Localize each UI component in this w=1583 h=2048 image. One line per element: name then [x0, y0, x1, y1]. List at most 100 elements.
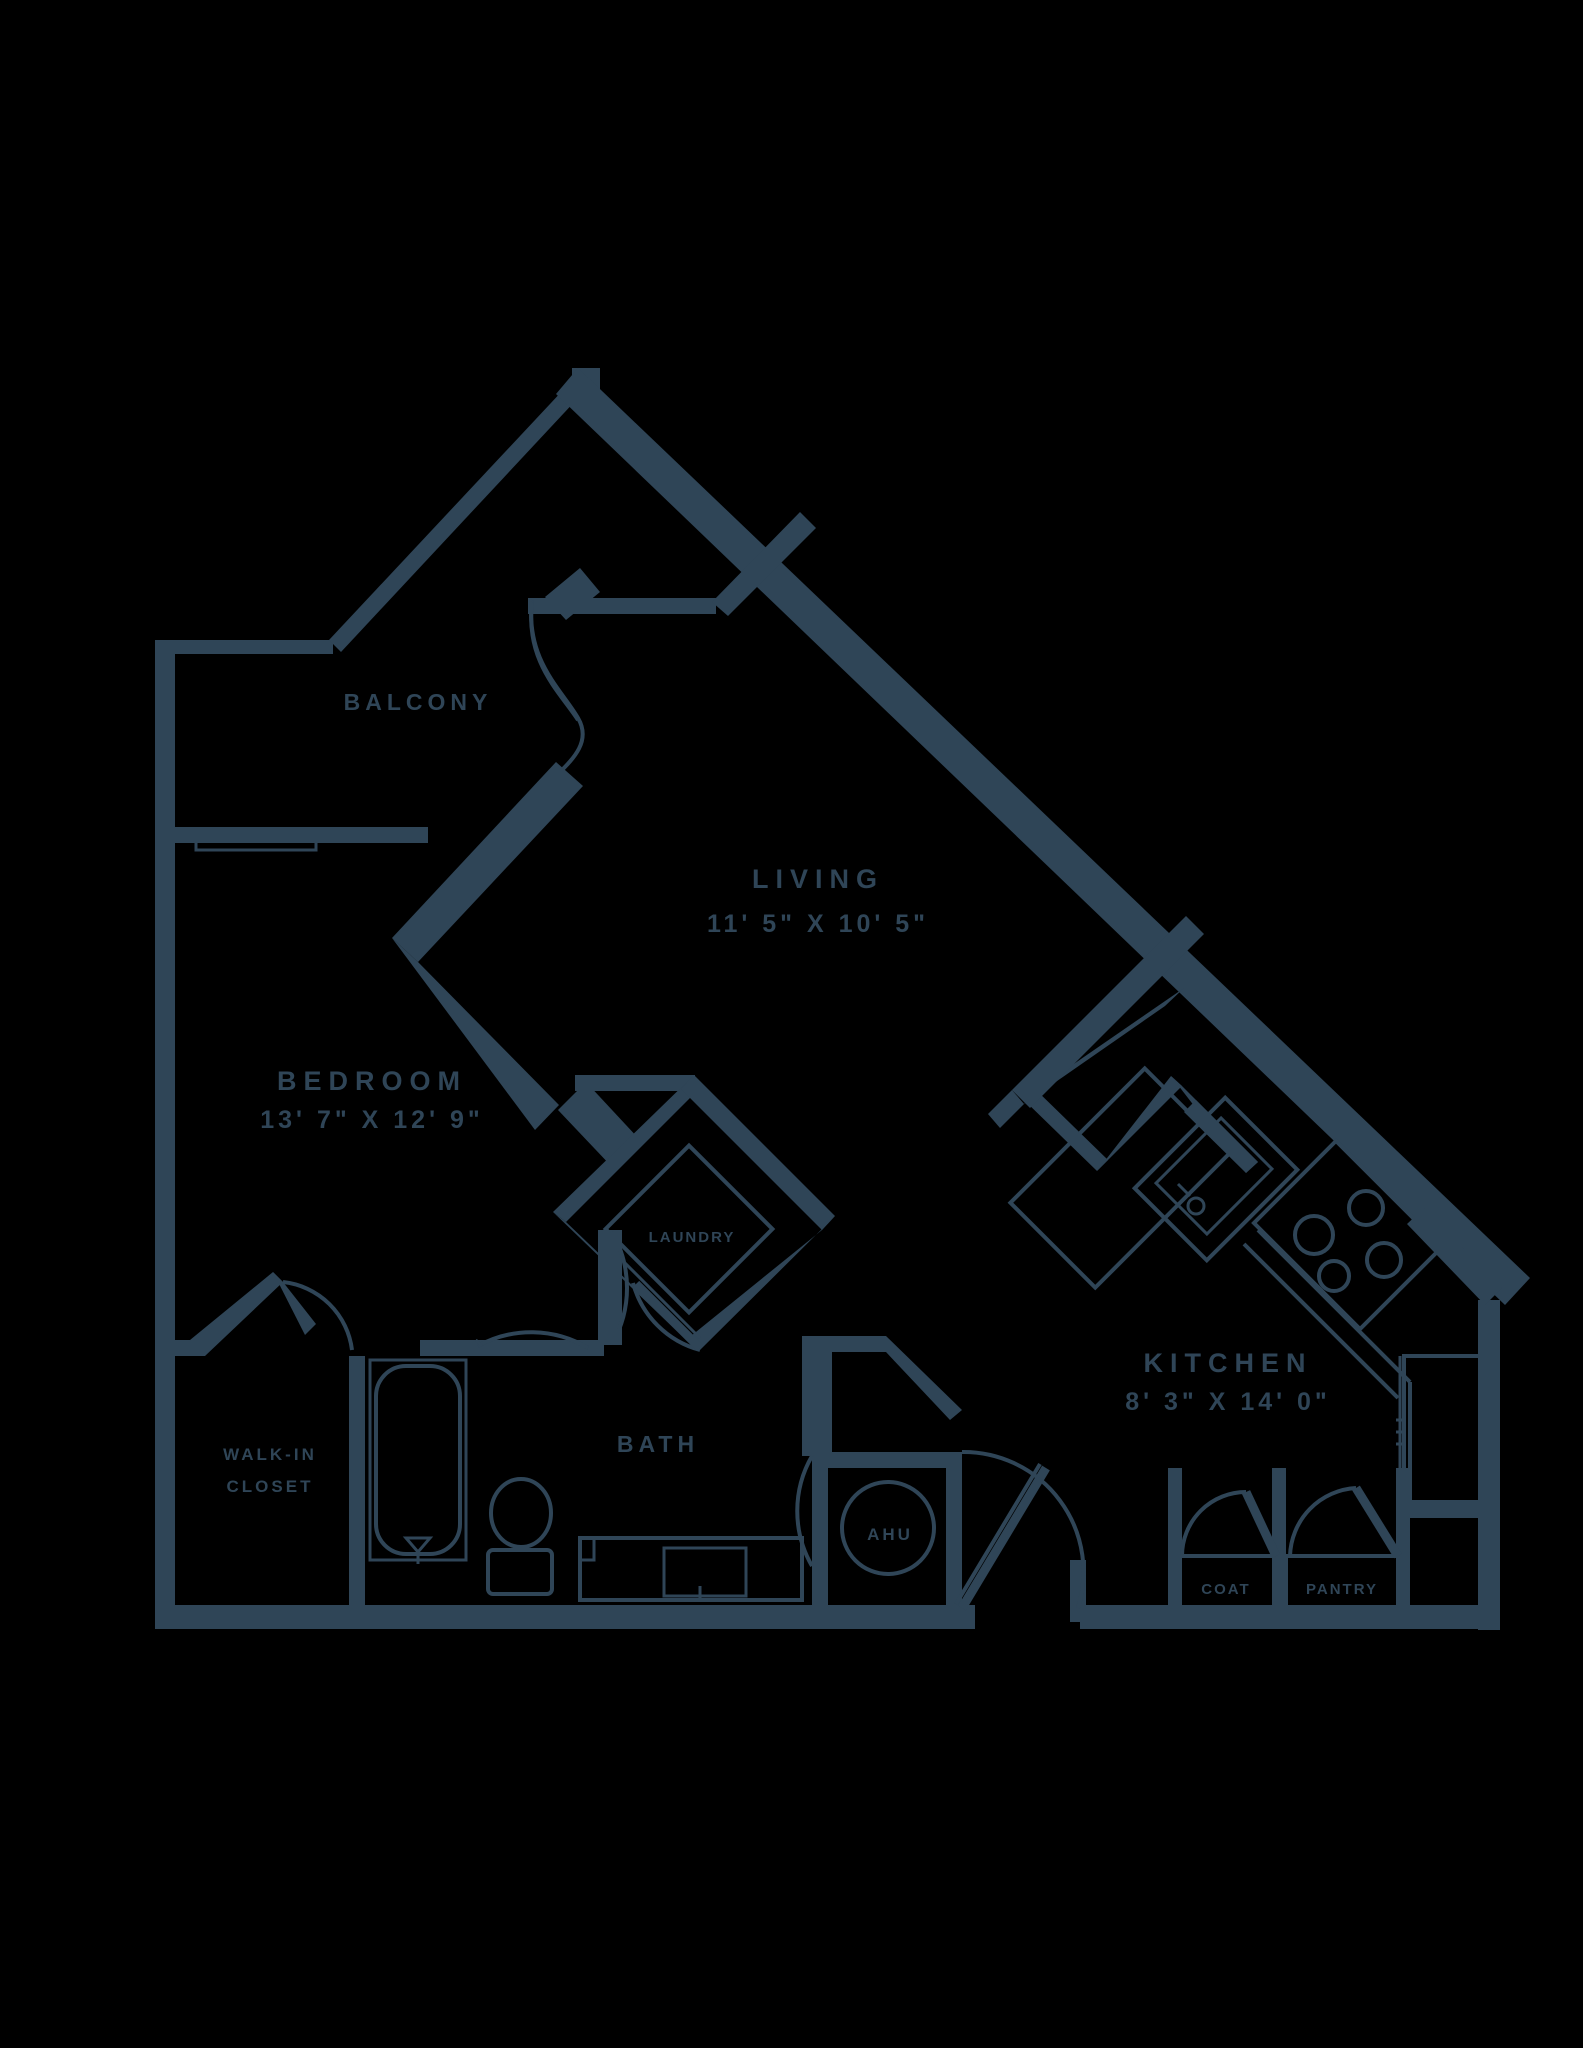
wall-kitchen-living-diagonal2	[1012, 916, 1204, 1108]
wall-closet-east	[349, 1356, 365, 1616]
burner-2	[1293, 1214, 1335, 1256]
wall-hall-north-slope	[802, 1336, 962, 1420]
laundry-appliances	[602, 1142, 776, 1316]
label-living: LIVING	[752, 864, 884, 894]
wall-ahu-east	[946, 1452, 962, 1562]
wall-kitchen-living-stub	[988, 1090, 1024, 1128]
door-arc-walk-in-closet	[282, 1280, 354, 1351]
wall-south-exterior-right	[1080, 1605, 1500, 1629]
toilet-bowl	[489, 1477, 553, 1549]
bath-tub-alcove	[368, 1358, 468, 1562]
wall-living-nw-horizontal	[528, 598, 608, 614]
vanity-counter	[578, 1536, 804, 1602]
wall-balcony-bottom	[172, 827, 428, 843]
window-bedroom-north	[194, 830, 318, 852]
door-panel-laundry	[632, 1280, 704, 1352]
vanity-sink	[662, 1546, 748, 1598]
kitchen-counter-edge-se2	[1242, 1242, 1400, 1400]
burner-4	[1317, 1259, 1351, 1293]
wall-bath-north-left	[478, 1340, 604, 1356]
wall-living-nw-diagonal	[712, 512, 816, 616]
wall-south-exterior-left	[155, 1605, 975, 1629]
laundry-divider-line	[610, 1248, 702, 1340]
label-balcony: BALCONY	[344, 689, 493, 715]
wall-balcony-top	[155, 640, 333, 654]
label-walk-in-closet-line2: CLOSET	[227, 1477, 314, 1496]
wall-closet-entry-lintel	[420, 1340, 478, 1356]
wall-hall-west	[802, 1336, 818, 1456]
room-labels: BALCONY LIVING 11' 5" X 10' 5" BEDROOM 1…	[223, 689, 1378, 1598]
kitchen-sink-counter-body	[1131, 1094, 1301, 1264]
vanity-edge-detail	[578, 1536, 596, 1562]
toilet-tank	[486, 1548, 554, 1596]
door-panel-pantry	[1352, 1485, 1402, 1559]
kitchen-range-body	[1251, 1138, 1445, 1332]
wall-hall-west2	[818, 1344, 832, 1456]
wall-laundry-se	[686, 1216, 835, 1350]
door-panel-entry	[958, 1465, 1050, 1611]
label-coat: COAT	[1201, 1581, 1250, 1598]
door-arc-hall	[795, 1455, 814, 1567]
coat-closet-box	[1176, 1554, 1276, 1614]
door-arc-pantry	[1288, 1486, 1357, 1557]
door-panel-coat	[1241, 1490, 1281, 1558]
wall-long-diagonal-ne	[556, 368, 1530, 1305]
wall-kitchen-n-notch	[1184, 1100, 1258, 1173]
refrigerator	[1402, 1354, 1482, 1506]
wall-ahu-west	[812, 1452, 828, 1612]
bathtub-drain	[402, 1536, 434, 1555]
door-arc-laundry	[631, 1282, 701, 1352]
wall-living-south-horizontal	[575, 1075, 695, 1091]
wall-kitchen-living-diagonal	[1024, 988, 1184, 1104]
pantry-closet-box	[1284, 1554, 1402, 1614]
wall-bath-laundry-west	[598, 1230, 612, 1345]
door-panel-entry-edge	[954, 1462, 1042, 1606]
wall-ahu-north	[812, 1452, 962, 1468]
label-ahu: AHU	[867, 1525, 913, 1544]
door-arc-balcony-slider	[529, 601, 580, 722]
kitchen-sink-drain	[1186, 1196, 1206, 1216]
wall-balcony-diagonal-nw	[329, 373, 592, 652]
wall-kitchen-ne-corner	[1407, 1208, 1502, 1305]
vanity-faucet	[694, 1586, 712, 1602]
wall-closet-nw-slope	[172, 1272, 283, 1356]
kitchen-sink-faucet	[1176, 1182, 1192, 1198]
wall-closet-ne-slope	[273, 1272, 316, 1335]
label-kitchen: KITCHEN	[1144, 1348, 1313, 1378]
kitchen-counter-edge-se	[1256, 1228, 1412, 1384]
wall-kitchen-se-counter	[1410, 1500, 1500, 1518]
wall-laundry-ne	[681, 1075, 835, 1230]
wall-living-sw-jog	[558, 1082, 640, 1168]
label-pantry: PANTRY	[1306, 1581, 1378, 1598]
wall-west-exterior	[155, 640, 175, 1625]
door-arc-bedroom	[610, 1231, 630, 1345]
wall-laundry-nw	[553, 1075, 700, 1222]
doors	[282, 601, 1402, 1611]
kitchen-sink-basin	[1153, 1115, 1275, 1237]
burner-1	[1347, 1189, 1385, 1227]
label-bath: BATH	[617, 1431, 699, 1457]
kitchen-range	[1251, 1138, 1445, 1332]
label-walk-in-closet-line1: WALK-IN	[223, 1445, 317, 1464]
wall-kitchen-nw-peak	[1097, 1076, 1182, 1171]
burner-3	[1365, 1241, 1403, 1279]
exterior-walls	[155, 368, 1530, 1630]
door-panel-bath	[474, 1338, 484, 1348]
wall-east-exterior	[1478, 1300, 1500, 1630]
label-laundry: LAUNDRY	[649, 1229, 736, 1246]
label-bedroom-dimensions: 13' 7" X 12' 9"	[260, 1106, 483, 1134]
kitchen-sink-counter	[1131, 1094, 1301, 1264]
label-kitchen-dimensions: 8' 3" X 14' 0"	[1125, 1388, 1331, 1416]
wall-kitchen-nw-jog	[1022, 1087, 1108, 1171]
wall-living-nw-horizontal-2	[600, 598, 716, 614]
door-arc-coat	[1180, 1490, 1247, 1557]
label-bedroom: BEDROOM	[277, 1066, 467, 1096]
wall-bedroom-ne-diagonal	[392, 938, 559, 1130]
bathtub	[374, 1364, 462, 1556]
wall-balcony-sw-diagonal	[392, 762, 583, 962]
ahu-unit-circle	[840, 1480, 936, 1576]
door-arc-bath	[477, 1330, 590, 1350]
door-arc-entry	[961, 1449, 1086, 1609]
